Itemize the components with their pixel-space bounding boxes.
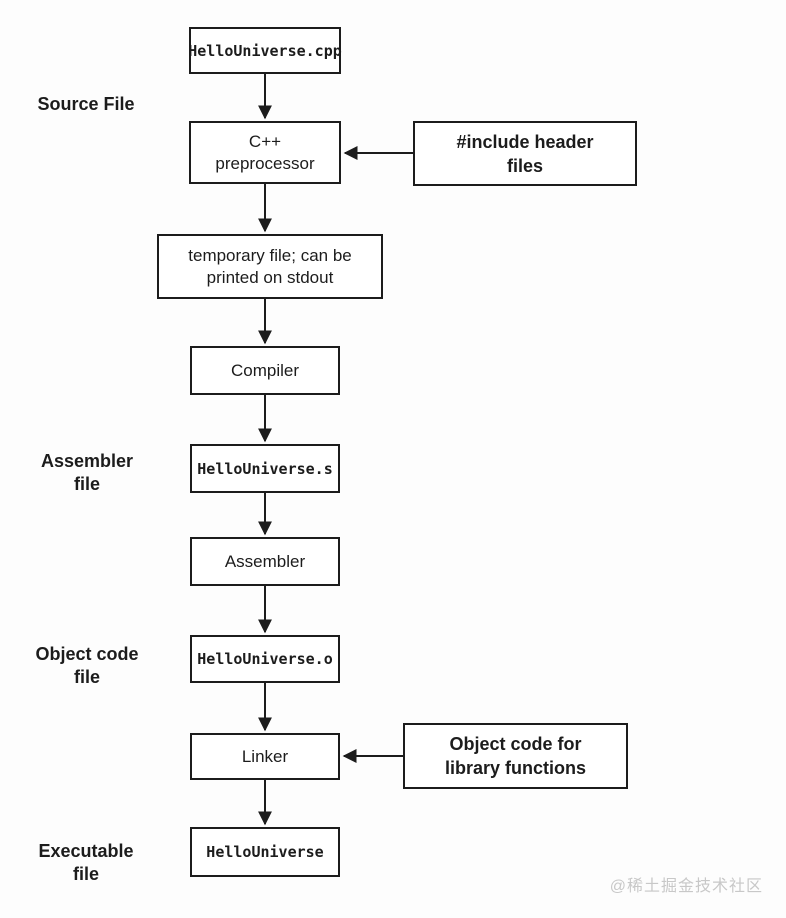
node-compiler: Compiler xyxy=(190,346,340,395)
node-label: HelloUniverse.o xyxy=(197,650,333,668)
node-object-file-o: HelloUniverse.o xyxy=(190,635,340,683)
node-label: Compiler xyxy=(230,360,300,380)
node-label: preprocessor xyxy=(215,153,315,173)
stage-label-assembler-file: Assembler file xyxy=(40,451,134,494)
node-label: temporary file; can be xyxy=(188,245,352,265)
node-label: HelloUniverse xyxy=(206,843,324,861)
node-label: Assembler xyxy=(224,551,306,571)
node-executable: HelloUniverse xyxy=(190,827,340,877)
node-label: printed on stdout xyxy=(206,267,334,287)
node-temporary-file: temporary file; can be printed on stdout xyxy=(157,234,383,299)
node-source-file-cpp: HelloUniverse.cpp xyxy=(188,27,342,74)
node-cpp-preprocessor: C++ preprocessor xyxy=(189,121,341,184)
node-label: #include header xyxy=(456,131,594,152)
node-assembler-file-s: HelloUniverse.s xyxy=(190,444,340,493)
node-object-code-library-functions: Object code for library functions xyxy=(403,723,628,789)
node-linker: Linker xyxy=(190,733,340,780)
node-label: C++ xyxy=(248,131,282,151)
watermark-text: @稀土掘金技术社区 xyxy=(609,878,763,895)
stage-label-executable-file: Executable file xyxy=(38,841,134,884)
node-label: Linker xyxy=(241,746,289,766)
node-label: HelloUniverse.s xyxy=(197,459,333,478)
stage-label-source-file: Source File xyxy=(37,94,135,114)
node-include-header-files: #include header files xyxy=(413,121,637,186)
node-label: library functions xyxy=(444,758,587,778)
node-assembler: Assembler xyxy=(190,537,340,586)
node-label: files xyxy=(506,155,544,176)
node-label: Object code for xyxy=(449,734,582,754)
stage-label-object-code-file: Object code file xyxy=(35,644,139,687)
node-label: HelloUniverse.cpp xyxy=(188,41,342,60)
